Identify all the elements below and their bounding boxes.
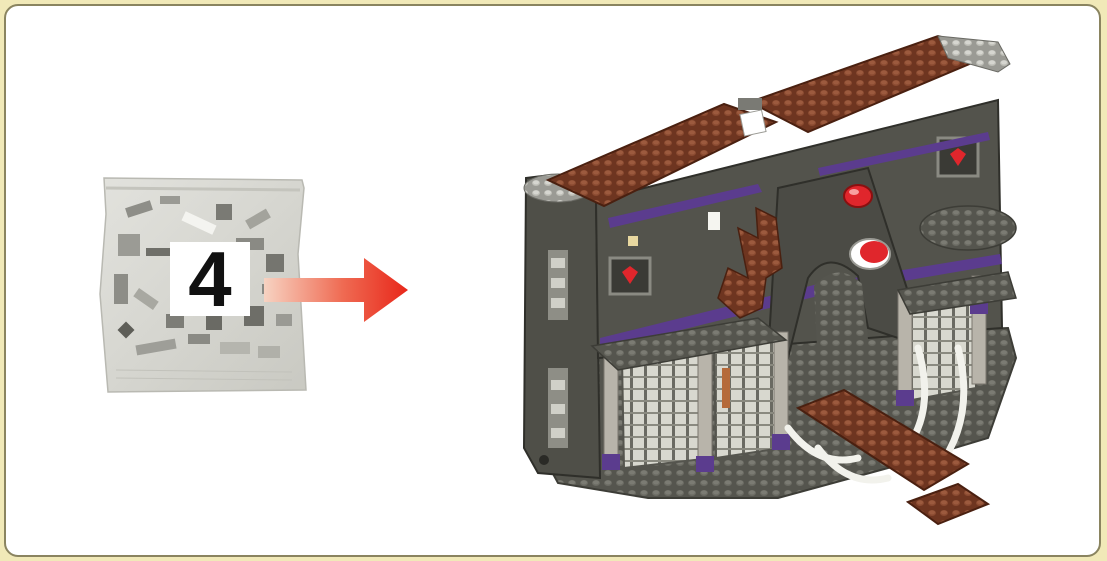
step-number-badge: 4 bbox=[170, 242, 250, 316]
step-number: 4 bbox=[188, 240, 231, 318]
right-arrow-icon bbox=[264, 256, 410, 324]
instruction-step-panel: 4 bbox=[4, 4, 1101, 557]
castle-gate-model bbox=[518, 28, 1018, 538]
